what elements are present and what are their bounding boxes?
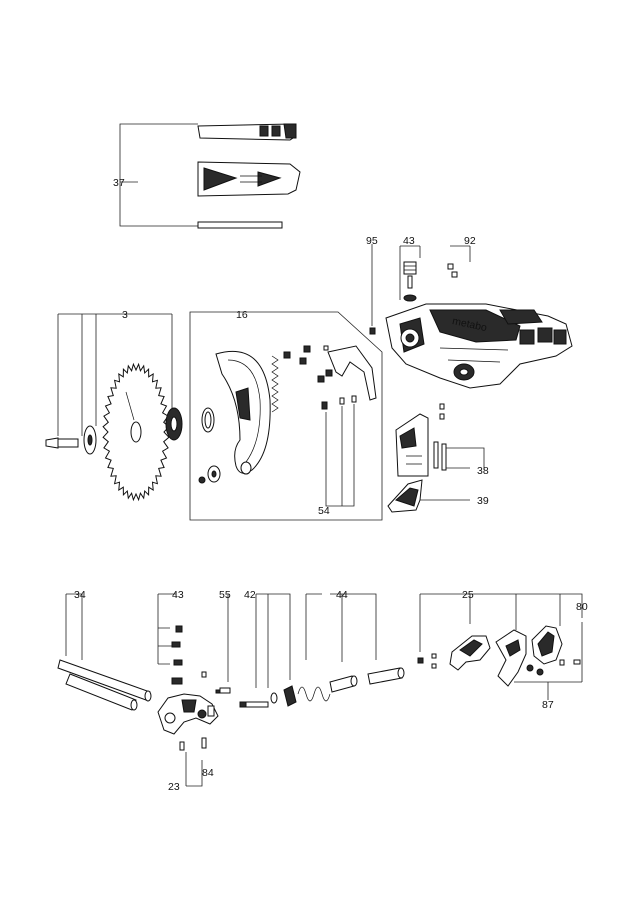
callout-16: 16 xyxy=(236,309,248,321)
part-34-guide-rods xyxy=(57,593,152,711)
callout-43-lower: 43 xyxy=(172,589,184,601)
callout-55: 55 xyxy=(219,589,231,601)
callout-37: 37 xyxy=(113,177,125,189)
callout-labels: 37 95 43 92 3 16 38 39 54 34 43 55 42 44… xyxy=(74,177,588,793)
part-25-handle-group xyxy=(417,593,583,700)
callout-23: 23 xyxy=(168,781,180,793)
callout-43-upper: 43 xyxy=(403,235,415,247)
callout-95: 95 xyxy=(366,235,378,247)
callout-44: 44 xyxy=(336,589,348,601)
part-55 xyxy=(215,594,231,694)
part-16-lower-guard-group xyxy=(189,311,383,521)
callout-3: 3 xyxy=(122,309,128,321)
callout-92: 92 xyxy=(464,235,476,247)
upper-fasteners xyxy=(369,244,471,335)
callout-80: 80 xyxy=(576,601,588,613)
callout-34: 34 xyxy=(74,589,86,601)
motor-housing: metabo xyxy=(385,303,573,389)
callout-42: 42 xyxy=(244,589,256,601)
saw-blade xyxy=(102,362,170,502)
callout-25: 25 xyxy=(462,589,474,601)
part-38-39 xyxy=(387,403,485,513)
part-3-saw-blade-group xyxy=(45,313,183,502)
part-23-carriage-group xyxy=(157,593,219,787)
part-42-44-shaft-spring xyxy=(239,593,405,708)
callout-38: 38 xyxy=(477,465,489,477)
saw-blade-hub xyxy=(130,421,142,443)
callout-54: 54 xyxy=(318,505,330,517)
callout-84: 84 xyxy=(202,767,214,779)
saw-blade-marking xyxy=(125,391,135,421)
callout-39: 39 xyxy=(477,495,489,507)
part-37-cover xyxy=(119,123,301,229)
callout-87: 87 xyxy=(542,699,554,711)
